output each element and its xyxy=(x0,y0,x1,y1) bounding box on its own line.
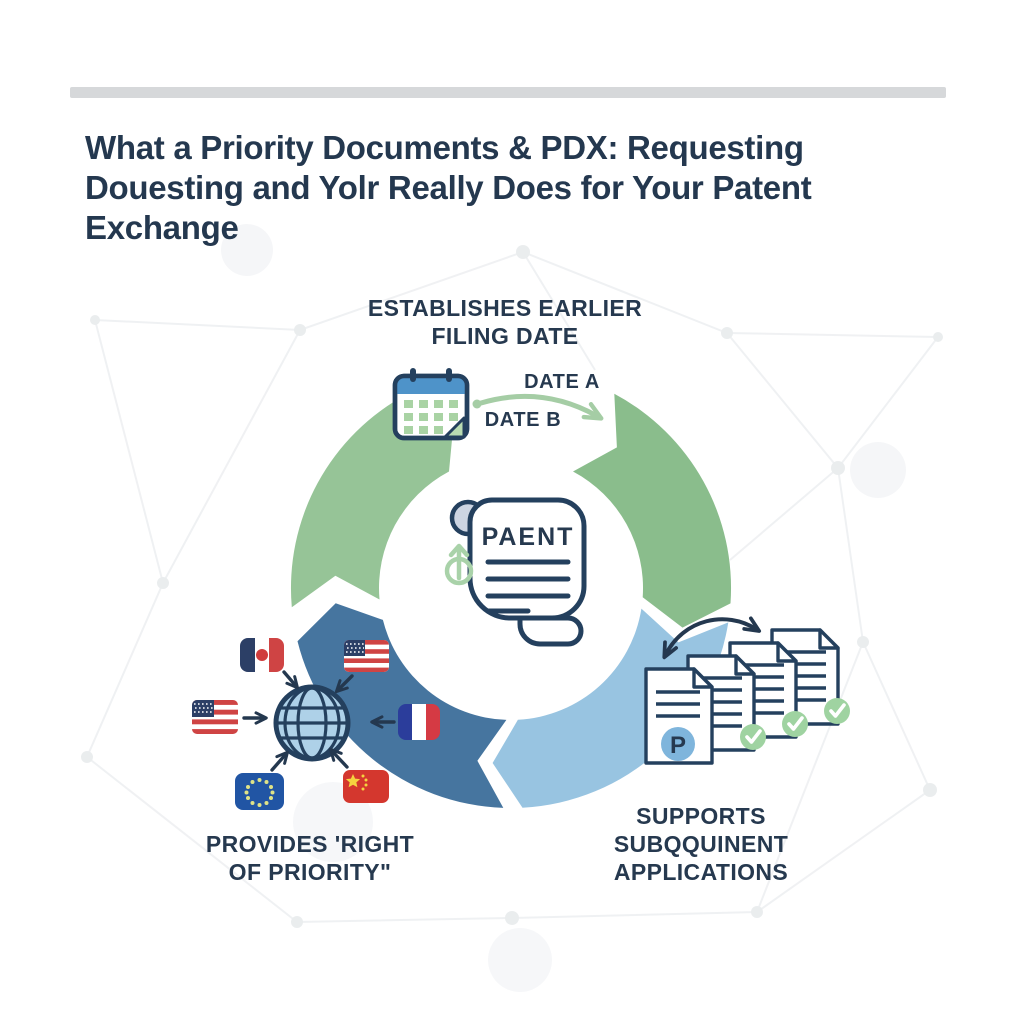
date-curve-arrow-icon xyxy=(472,393,604,421)
title-line-3: Exchange xyxy=(85,209,239,246)
top-divider-bar xyxy=(70,87,946,98)
date-b-label: DATE B xyxy=(485,409,562,431)
eu-flag-icon xyxy=(235,773,284,810)
benefit-label-left-line2: OF PRIORITY" xyxy=(229,859,392,885)
p-badge-letter: P xyxy=(670,732,686,759)
canada-flag-icon xyxy=(240,638,284,672)
calendar-icon xyxy=(392,368,470,441)
check-icon xyxy=(782,711,808,737)
title-line-1: What a Priority Documents & PDX: Request… xyxy=(85,129,804,166)
eu-stars xyxy=(244,778,275,807)
benefit-label-left-line1: PROVIDES 'RIGHT xyxy=(206,831,414,857)
exchange-double-arrow-icon xyxy=(662,616,762,660)
globe-icon xyxy=(273,684,351,762)
calendar-grid xyxy=(404,400,458,434)
ring-segment-green-right xyxy=(573,393,732,628)
arrow-canada-globe xyxy=(282,670,299,690)
ring-segment-green-top xyxy=(290,393,454,608)
scroll-text-lines xyxy=(485,559,571,614)
p-badge: P xyxy=(661,727,695,761)
benefit-label-right-line2: SUBQQUINENT xyxy=(614,831,788,857)
patent-scroll-icon: PAENT xyxy=(444,497,587,647)
check-icon xyxy=(740,724,766,750)
arrow-china-globe xyxy=(328,747,349,769)
date-a-label: DATE A xyxy=(524,371,600,393)
benefit-label-top-line2: FILING DATE xyxy=(431,323,578,349)
scroll-title-text: PAENT xyxy=(482,523,575,551)
title-line-2: Douesting and Yolr Really Does for Your … xyxy=(85,169,812,206)
usa-flag-icon-left xyxy=(192,700,238,734)
check-icon xyxy=(824,698,850,724)
priority-up-arrow-icon xyxy=(444,543,474,586)
arrow-eu-globe xyxy=(270,750,289,772)
france-flag-icon xyxy=(398,704,440,740)
usa-flag-icon-top xyxy=(344,640,389,672)
arrow-usa-top-globe xyxy=(334,674,354,694)
benefit-label-right-line1: SUPPORTS xyxy=(636,803,766,829)
infographic-title: What a Priority Documents & PDX: Request… xyxy=(85,128,905,248)
flag-to-globe-arrows xyxy=(242,670,396,772)
check-icons xyxy=(740,698,850,750)
benefit-label-top-line1: ESTABLISHES EARLIER xyxy=(368,295,642,321)
document-stack-icon: P xyxy=(644,616,850,765)
calendar-fold-corner xyxy=(443,416,466,439)
benefit-label-right-line3: APPLICATIONS xyxy=(614,859,788,885)
china-flag-icon xyxy=(343,770,389,803)
